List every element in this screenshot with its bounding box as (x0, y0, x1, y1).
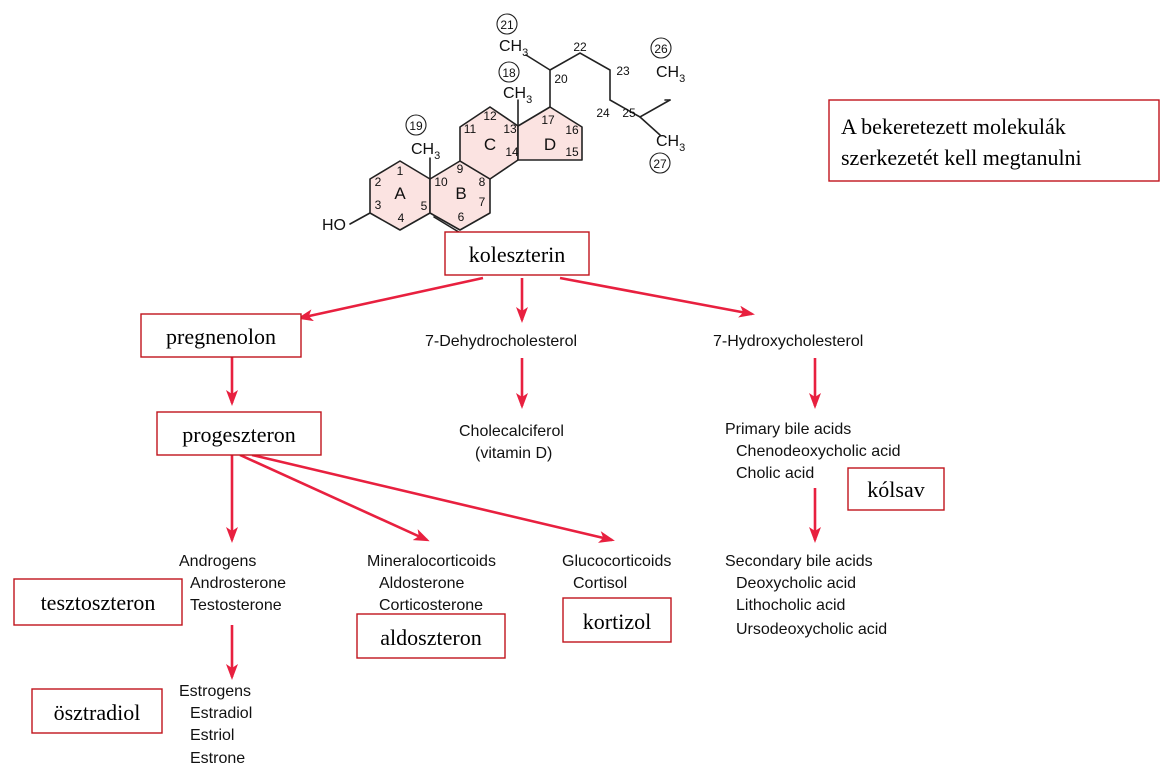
hydroxyl-label: HO (322, 217, 346, 234)
glucocorticoids-item: Cortisol (573, 575, 627, 592)
hydroxyl-bond (349, 212, 371, 225)
ring-label-a: A (394, 184, 406, 203)
circled-number-21: 21 (500, 18, 514, 32)
circled-number-27: 27 (653, 157, 667, 171)
label-box (356, 613, 506, 659)
atom-number: 12 (483, 109, 497, 123)
primary-bile-item: Cholic acid (736, 465, 814, 482)
circle-marker (405, 114, 427, 136)
label-box (847, 467, 945, 511)
progesterone-label: progeszteron (182, 422, 296, 447)
methyl-19-label: CH3 (411, 141, 440, 162)
atom-number: 6 (458, 210, 465, 224)
circled-number-18: 18 (502, 66, 516, 80)
estrogens-item: Estradiol (190, 705, 252, 722)
atom-number: 4 (398, 211, 405, 225)
mineralocorticoids-item: Aldosterone (379, 575, 464, 592)
estrogens-item: Estriol (190, 727, 234, 744)
atom-number: 20 (554, 72, 568, 86)
secondary-bile-item: Deoxycholic acid (736, 575, 856, 592)
estrogens-item: Estrone (190, 750, 245, 767)
pregnenolone-label: pregnenolon (166, 324, 276, 349)
atom-number: 7 (479, 195, 486, 209)
note-box (828, 99, 1160, 182)
mineralocorticoids-heading: Mineralocorticoids (367, 553, 496, 570)
atom-number: 24 (596, 106, 610, 120)
atom-number: 23 (616, 64, 630, 78)
arrow-to-pregnenolone (297, 276, 484, 322)
double-bond (433, 216, 463, 235)
circled-number-19: 19 (409, 119, 423, 133)
secondary-bile-item: Lithocholic acid (736, 597, 845, 614)
androgens-heading: Androgens (179, 553, 256, 570)
atom-number: 17 (541, 113, 555, 127)
arrow-to-glucocorticoids (251, 453, 615, 543)
androgens-item: Testosterone (190, 597, 282, 614)
cholic-acid-label: kólsav (867, 477, 924, 502)
label-box (156, 411, 322, 456)
ring-label-b: B (455, 184, 466, 203)
boxed-labels: koleszterin pregnenolon progeszteron tes… (13, 99, 1160, 734)
atom-number: 5 (421, 199, 428, 213)
cortisol-label: kortizol (583, 609, 651, 634)
androgens-item: Androsterone (190, 575, 286, 592)
atom-number: 8 (479, 175, 486, 189)
label-box (444, 231, 590, 276)
circle-marker (650, 37, 672, 59)
vitamin-d-label: (vitamin D) (475, 445, 552, 462)
atom-number: 22 (573, 40, 587, 54)
arrow-to-hydroxycholesterol (559, 276, 755, 318)
atom-number: 16 (565, 123, 579, 137)
pathway-arrows (226, 276, 821, 680)
primary-bile-heading: Primary bile acids (725, 421, 851, 438)
ring-label-c: C (484, 135, 496, 154)
estrogens-heading: Estrogens (179, 683, 251, 700)
estradiol-label: ösztradiol (54, 700, 141, 725)
ring-label-d: D (544, 135, 556, 154)
circle-marker (498, 61, 520, 83)
atom-number: 25 (622, 106, 636, 120)
methyl-27-bond (639, 116, 661, 136)
side-chain (549, 52, 671, 118)
circle-marker (496, 13, 518, 35)
pathway-text: 7-Dehydrocholesterol 7-Hydroxycholestero… (179, 333, 901, 767)
atom-number: 9 (457, 162, 464, 176)
label-box (562, 597, 672, 643)
methyl-21-bond (525, 54, 551, 71)
label-box (140, 313, 302, 358)
testosterone-label: tesztoszteron (41, 590, 156, 615)
cholecalciferol-label: Cholecalciferol (459, 423, 564, 440)
mineralocorticoids-item: Corticosterone (379, 597, 483, 614)
secondary-bile-item: Ursodeoxycholic acid (736, 621, 887, 638)
cholesterol-structure: A B C D 1 2 3 4 5 6 7 8 9 10 11 12 13 14… (322, 13, 685, 235)
atom-number: 14 (505, 145, 519, 159)
arrow-to-mineralocorticoids (239, 453, 430, 542)
methyl-26-label: CH3 (656, 64, 685, 85)
glucocorticoids-heading: Glucocorticoids (562, 553, 671, 570)
primary-bile-item: Chenodeoxycholic acid (736, 443, 901, 460)
note-line-1: A bekeretezett molekulák (841, 114, 1066, 139)
methyl-18-label: CH3 (503, 85, 532, 106)
circle-marker (649, 152, 671, 174)
atom-number: 11 (464, 122, 477, 136)
atom-number: 1 (397, 164, 404, 178)
hydroxycholesterol-label: 7-Hydroxycholesterol (713, 333, 863, 350)
label-box (31, 688, 163, 734)
label-box (13, 578, 183, 626)
secondary-bile-heading: Secondary bile acids (725, 553, 873, 570)
dehydrocholesterol-label: 7-Dehydrocholesterol (425, 333, 577, 350)
atom-number: 15 (565, 145, 579, 159)
ring-d (517, 106, 583, 161)
aldosterone-label: aldoszteron (380, 625, 481, 650)
atom-number: 2 (375, 175, 382, 189)
methyl-27-label: CH3 (656, 133, 685, 154)
cholesterol-label: koleszterin (469, 242, 566, 267)
methyl-21-label: CH3 (499, 38, 528, 59)
note-line-2: szerkezetét kell megtanulni (841, 145, 1082, 170)
atom-number: 10 (434, 175, 448, 189)
atom-number: 13 (503, 122, 517, 136)
circled-number-26: 26 (654, 42, 668, 56)
atom-number: 3 (375, 198, 382, 212)
